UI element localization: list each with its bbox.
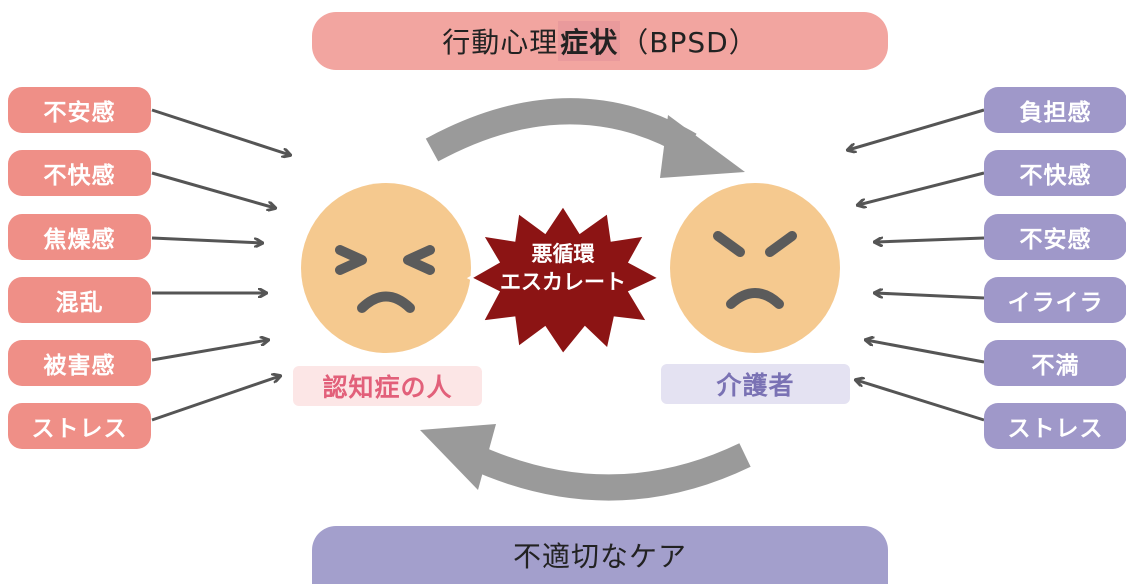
arrow-left-3 [151,236,262,243]
arrow-left-6 [151,376,280,422]
right-factor-4: イライラ [984,277,1126,323]
cycle-arrow-bottom [464,443,751,501]
left-factor-6: ストレス [8,403,151,449]
arrow-left-1 [151,108,290,155]
arrow-right-2 [858,171,985,205]
arrow-right-1 [848,108,985,150]
left-factor-3: 焦燥感 [8,214,151,260]
escalate-line1: 悪循環 [531,242,595,266]
person-label-caregiver: 介護者 [661,364,850,404]
person-label-patient: 認知症の人 [293,366,482,406]
right-factor-3: 不安感 [984,214,1126,260]
arrow-right-5 [866,340,985,364]
arrow-right-4 [875,293,985,300]
right-factor-2: 不快感 [984,150,1126,196]
bottom-banner: 不適切なケア [312,526,888,584]
right-factor-5: 不満 [984,340,1126,386]
face-right [670,183,840,353]
left-factor-1: 不安感 [8,87,151,133]
left-factor-5: 被害感 [8,340,151,386]
top-banner-highlight: 症状 [558,21,621,61]
left-factor-4: 混乱 [8,277,151,323]
cycle-arrowhead-top [660,115,745,178]
top-banner-suffix: （BPSD） [620,26,758,59]
face-left [301,183,471,353]
arrow-left-5 [151,340,268,362]
top-banner: 行動心理症状（BPSD） [312,12,888,70]
arrow-right-3 [875,236,985,242]
right-factor-6: ストレス [984,403,1126,449]
top-banner-prefix: 行動心理 [442,26,559,59]
cycle-arrow-top [425,98,697,162]
right-factor-1: 負担感 [984,87,1126,133]
escalate-burst [466,202,664,358]
cycle-arrowhead-bottom [420,424,496,490]
arrow-left-2 [151,171,275,208]
escalate-line2: エスカレート [500,270,626,294]
arrow-right-6 [856,380,985,422]
escalate-label: 悪循環 エスカレート [498,240,628,296]
left-factor-2: 不快感 [8,150,151,196]
